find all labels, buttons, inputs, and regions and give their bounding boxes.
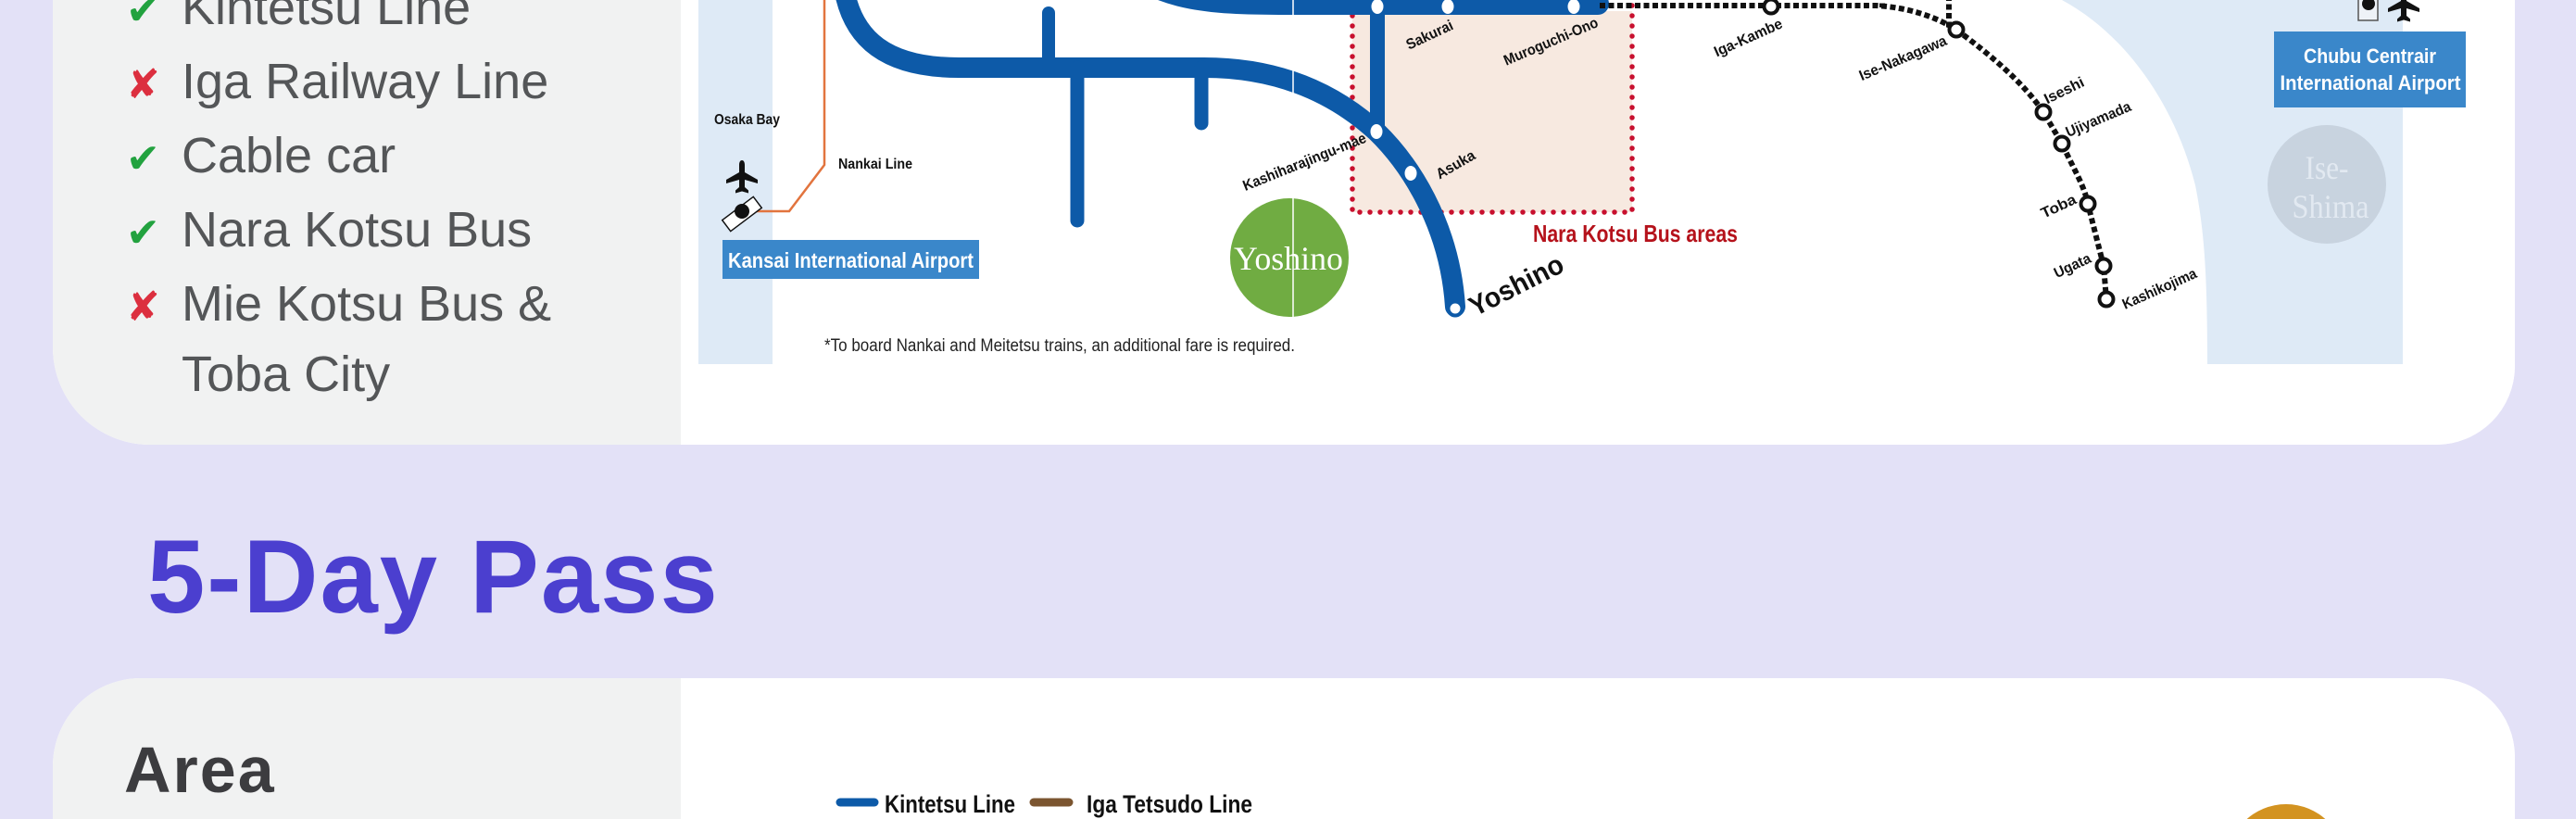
airplane-icon (726, 160, 758, 194)
ise-line-stations (1762, 0, 2116, 309)
legend-item-iga-tetsudo: Iga Tetsudo Line (1029, 790, 1252, 818)
service-item-nara-kotsu-bus: ✔ Nara Kotsu Bus (126, 195, 580, 269)
ise-line-dotted (1600, 0, 2109, 300)
kansai-airport-box (723, 240, 979, 279)
osaka-bay-water (698, 0, 773, 364)
station-label-kashikojima: Kashikojima (2120, 266, 2200, 313)
service-label: Kintetsu Line (182, 0, 471, 35)
map-footnote: *To board Nankai and Meitetsu trains, an… (824, 336, 1295, 356)
check-icon: ✔ (126, 0, 160, 34)
ise-shima-area-badge: Ise- Shima (2268, 125, 2386, 244)
station-ring-ujiyamada (2053, 134, 2071, 153)
kintetsu-osaka-line (1158, 0, 1609, 15)
yoshino-circle (1230, 198, 1349, 317)
service-item-iga-railway-line: ✘ Iga Railway Line (126, 46, 580, 120)
kintetsu-main-line (836, 0, 1465, 317)
yoshino-area-badge: Yoshino (1230, 198, 1349, 317)
station-label-iseshi: Iseshi (2042, 75, 2087, 107)
coverage-list-panel: ✔ Kintetsu Line ✘ Iga Railway Line ✔ Cab… (53, 0, 681, 445)
coverage-card: ✔ Kintetsu Line ✘ Iga Railway Line ✔ Cab… (53, 0, 2515, 445)
kintetsu-lines (836, 0, 1609, 317)
bus-area-fill (1352, 11, 1632, 212)
route-map-panel: Yoshino Ise- Shima Kansai International … (681, 0, 2515, 445)
kintetsu-stations (1370, 0, 1580, 318)
station-ring-toba (2079, 195, 2097, 213)
station-label-kashiharajingu-mae: Kashiharajingu-mae (1241, 131, 1369, 195)
station-label-toba: Toba (2039, 192, 2080, 221)
service-label: Cable car (182, 128, 396, 183)
ise-shima-circle (2268, 125, 2386, 244)
station-dot-asuka (1404, 166, 1417, 181)
station-ring-iga-kambe (1762, 0, 1780, 16)
yoshino-area-label: Yoshino (1234, 240, 1343, 277)
ise-shima-label-line1: Ise- (2306, 149, 2349, 186)
ise-shima-label-line2: Shima (2293, 188, 2369, 225)
bus-area-border (1350, 0, 1635, 215)
chubu-airport-label-line1: Chubu Centrair (2304, 44, 2436, 68)
service-item-cable-car: ✔ Cable car (126, 120, 580, 195)
cross-icon: ✘ (126, 61, 160, 108)
service-label: Nara Kotsu Bus (182, 202, 533, 258)
airport-station-dot (2362, 0, 2375, 10)
check-icon: ✔ (126, 135, 160, 183)
station-dot-yoshino (1446, 299, 1464, 318)
station-ring-iseshi (2034, 103, 2053, 121)
chubu-airport-marker (2357, 0, 2419, 22)
bus-area-label: Nara Kotsu Bus areas (1533, 220, 1738, 247)
station-dot-sakurai (1441, 0, 1454, 14)
legend-label-iga-tetsudo: Iga Tetsudo Line (1087, 790, 1252, 818)
chubu-airport-box (2274, 32, 2466, 107)
included-services-list: ✔ Kintetsu Line ✘ Iga Railway Line ✔ Cab… (126, 0, 580, 410)
cross-icon: ✘ (126, 284, 160, 331)
osaka-bay-label: Osaka Bay (714, 112, 780, 128)
pass-title: 5-Day Pass (147, 519, 720, 635)
station-label-ujiyamada: Ujiyamada (2064, 99, 2134, 141)
legend-item-kintetsu: Kintetsu Line (836, 790, 1015, 818)
chubu-airport-label-line2: International Airport (2281, 71, 2462, 94)
service-label: Iga Railway Line (182, 54, 549, 109)
area-circle-gold (2246, 804, 2326, 819)
station-ring-ugata (2094, 257, 2113, 275)
legend-label-kintetsu: Kintetsu Line (885, 790, 1015, 818)
area-map-panel: Kintetsu Line Iga Tetsudo Line (681, 678, 2515, 819)
station-label-iga-kambe: Iga-Kambe (1712, 16, 1785, 60)
map-legend: Kintetsu Line Iga Tetsudo Line (836, 790, 1252, 818)
station-ring-ise-nakagawa (1947, 20, 1966, 39)
airplane-icon (2388, 0, 2419, 22)
station-dot-kashiharajingu-mae (1370, 124, 1383, 139)
service-item-mie-kotsu-bus: ✘ Mie Kotsu Bus & Toba City (126, 269, 580, 410)
kansai-airport-label: Kansai International Airport (728, 248, 974, 272)
area-map: Kintetsu Line Iga Tetsudo Line (836, 790, 2326, 819)
nankai-line (742, 0, 826, 213)
route-map: Yoshino Ise- Shima Kansai International … (698, 0, 2466, 364)
check-icon: ✔ (126, 209, 160, 257)
service-item-kintetsu-line: ✔ Kintetsu Line (126, 0, 580, 46)
service-label: Mie Kotsu Bus & Toba City (182, 276, 552, 402)
area-info-panel: Area (53, 678, 681, 819)
station-dot (1371, 0, 1384, 14)
station-label-ise-nakagawa: Ise-Nakagawa (1857, 33, 1950, 84)
station-ring-kashikojima (2097, 290, 2116, 309)
area-heading: Area (124, 734, 276, 806)
area-card: Area Kintetsu Line Iga Tetsudo Line (53, 678, 2515, 819)
station-dot-muroguchi-ono (1567, 0, 1580, 14)
airport-station-dot (735, 204, 749, 219)
kansai-airport-marker (721, 160, 763, 233)
nankai-line-label: Nankai Line (838, 157, 912, 172)
station-label-ugata: Ugata (2052, 251, 2093, 282)
terminal-label-yoshino: Yoshino (1464, 249, 1569, 322)
